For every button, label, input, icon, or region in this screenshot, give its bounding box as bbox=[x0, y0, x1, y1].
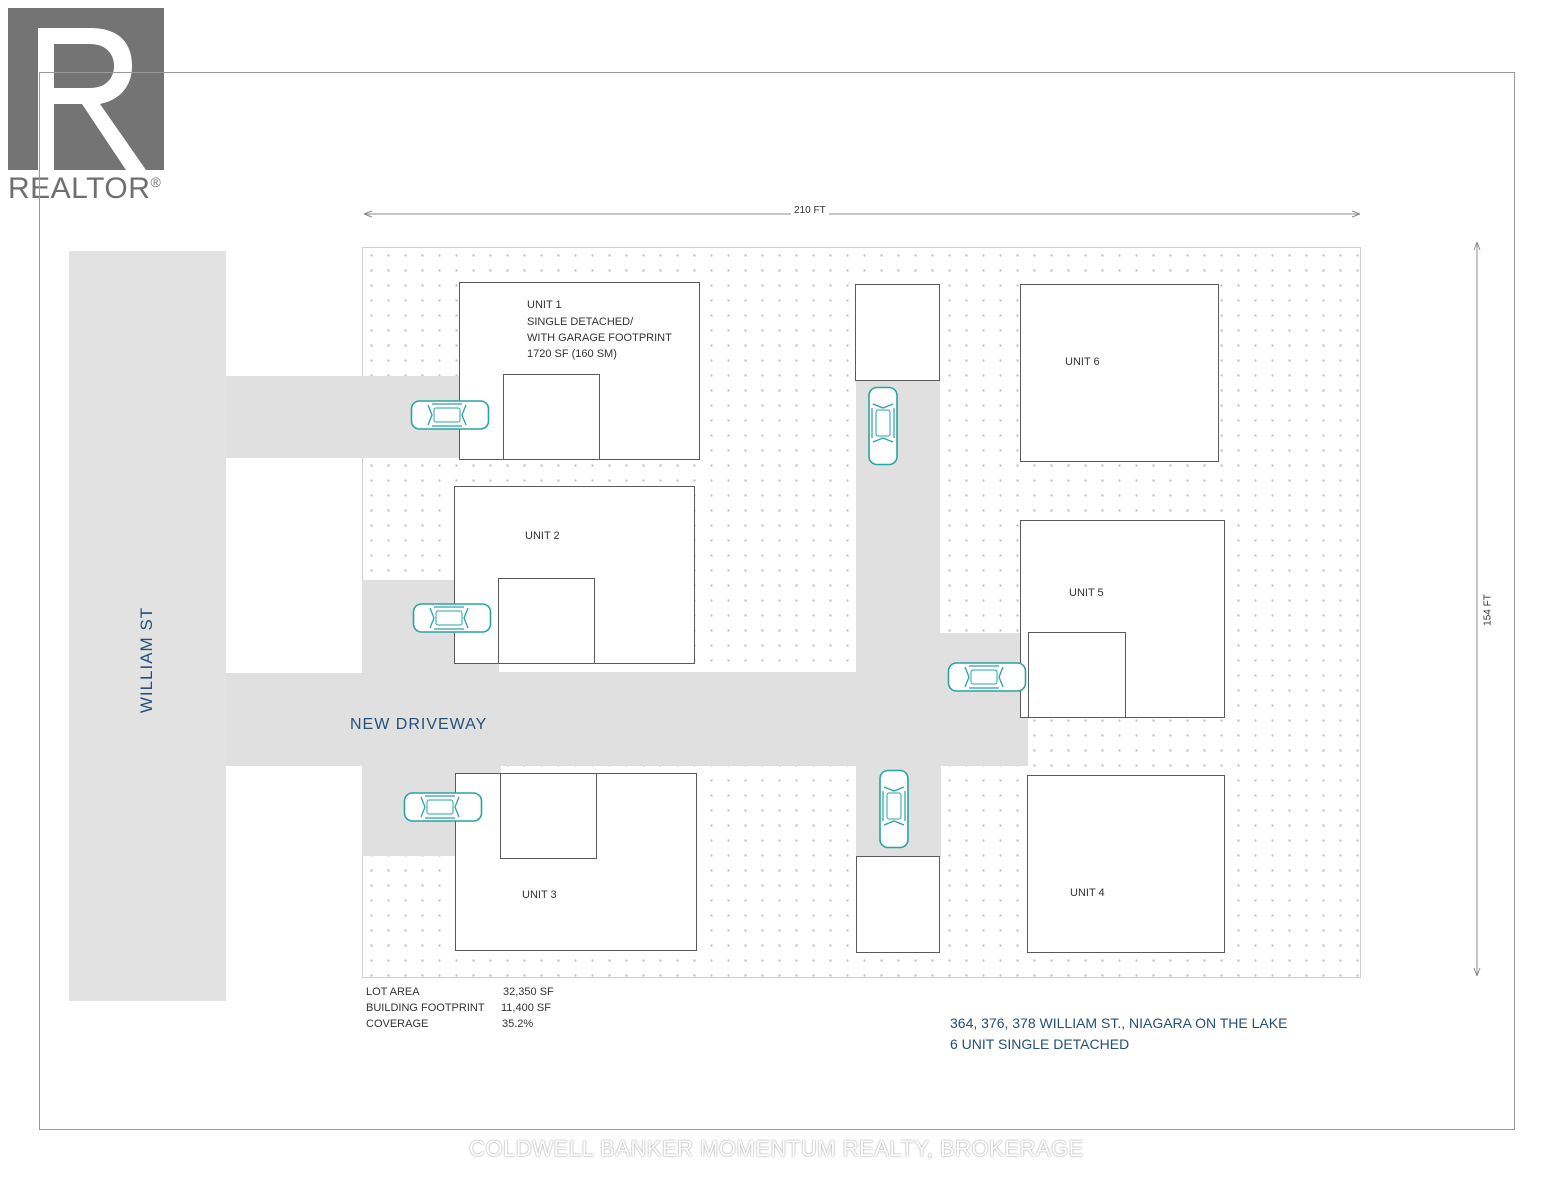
car-icon bbox=[410, 400, 490, 430]
stat-row-coverage: COVERAGE 35.2% bbox=[366, 1018, 586, 1034]
driveway-main-entrance bbox=[226, 673, 363, 766]
width-dimension-arrow bbox=[363, 210, 1361, 218]
unit2-garage bbox=[498, 578, 595, 664]
unit1-garage bbox=[503, 374, 600, 460]
unit4-label: UNIT 4 bbox=[1070, 887, 1105, 899]
address-line1: 364, 376, 378 WILLIAM ST., NIAGARA ON TH… bbox=[950, 1015, 1288, 1031]
unit4-house bbox=[1027, 775, 1225, 953]
depth-dimension-label: 154 FT bbox=[1482, 594, 1494, 626]
street-label: WILLIAM ST bbox=[137, 606, 156, 714]
project-address: 364, 376, 378 WILLIAM ST., NIAGARA ON TH… bbox=[950, 1013, 1287, 1055]
unit4-garage bbox=[856, 856, 940, 953]
unit1-desc-line1: SINGLE DETACHED/ bbox=[527, 316, 634, 328]
stat-key: BUILDING FOOTPRINT bbox=[366, 1002, 485, 1014]
stat-key: COVERAGE bbox=[366, 1018, 429, 1030]
unit2-label: UNIT 2 bbox=[525, 530, 560, 542]
william-street bbox=[69, 251, 226, 1001]
car-icon bbox=[947, 662, 1027, 692]
stat-value: 11,400 SF bbox=[501, 1002, 551, 1014]
unit1-desc-line2: WITH GARAGE FOOTPRINT bbox=[527, 332, 672, 344]
unit3-label: UNIT 3 bbox=[522, 889, 557, 901]
unit5-label: UNIT 5 bbox=[1069, 587, 1104, 599]
stat-row-building-footprint: BUILDING FOOTPRINT 11,400 SF bbox=[366, 1002, 586, 1018]
depth-dimension-arrow bbox=[1473, 241, 1481, 977]
unit6-label: UNIT 6 bbox=[1065, 356, 1100, 368]
car-icon bbox=[868, 386, 898, 466]
stat-key: LOT AREA bbox=[366, 986, 420, 998]
stat-row-lot-area: LOT AREA 32,350 SF bbox=[366, 986, 586, 1002]
realtor-logo bbox=[8, 8, 164, 170]
realtor-wordmark: REALTOR® bbox=[8, 172, 162, 205]
width-dimension-label: 210 FT bbox=[791, 205, 829, 216]
stat-value: 32,350 SF bbox=[503, 986, 554, 998]
unit3-garage bbox=[500, 773, 597, 859]
unit6-house bbox=[1020, 284, 1219, 462]
drawing-frame bbox=[39, 72, 1515, 1130]
brokerage-watermark: COLDWELL BANKER MOMENTUM REALTY, BROKERA… bbox=[469, 1136, 1084, 1161]
address-line2: 6 UNIT SINGLE DETACHED bbox=[950, 1036, 1130, 1052]
car-icon bbox=[879, 769, 909, 849]
unit1-label: UNIT 1 bbox=[527, 299, 562, 311]
stat-value: 35.2% bbox=[502, 1018, 534, 1030]
car-icon bbox=[403, 792, 483, 822]
driveway-main bbox=[362, 672, 1028, 766]
unit6-garage bbox=[855, 284, 940, 381]
site-stats: LOT AREA 32,350 SF BUILDING FOOTPRINT 11… bbox=[366, 986, 586, 1034]
new-driveway-label: NEW DRIVEWAY bbox=[350, 716, 488, 733]
unit5-garage bbox=[1028, 632, 1126, 718]
car-icon bbox=[412, 603, 492, 633]
unit1-desc-line3: 1720 SF (160 SM) bbox=[527, 348, 617, 360]
